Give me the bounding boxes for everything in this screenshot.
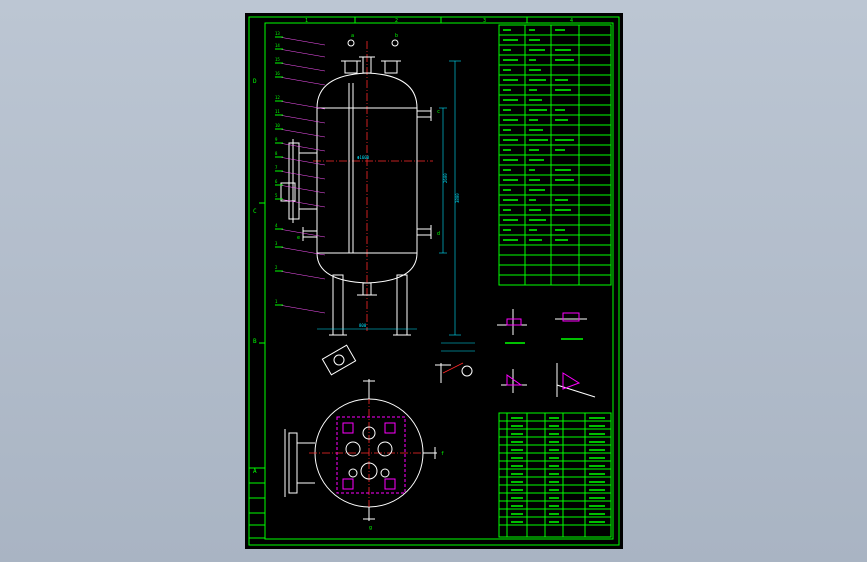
frame-letter-c: C (253, 208, 257, 215)
part-balloon-label: 11 (275, 109, 280, 114)
part-balloon: 13 (275, 31, 326, 46)
part-balloon-label: 6 (275, 179, 278, 184)
part-balloon: 3 (275, 241, 326, 256)
technical-spec-table (498, 24, 612, 286)
part-balloon-label: 12 (275, 95, 280, 100)
weld-detail-3 (501, 369, 527, 393)
part-balloon: 6 (275, 179, 326, 194)
nozzle-tag: a (351, 33, 354, 39)
part-balloon: 8 (275, 151, 326, 166)
part-balloon: 1 (275, 299, 326, 314)
frame-number-4: 4 (570, 18, 573, 24)
part-balloon: 9 (275, 137, 326, 152)
part-balloon: 5 (275, 193, 326, 208)
spec-table-rows (499, 25, 611, 285)
part-balloon: 10 (275, 123, 326, 138)
weld-detail-2 (555, 312, 587, 340)
part-balloon: 2 (275, 265, 326, 280)
part-balloon-label: 15 (275, 57, 280, 62)
nozzle-table-rows (499, 413, 611, 537)
nozzle-tag: f (441, 451, 444, 457)
frame-letter-d: D (253, 78, 257, 85)
part-balloon-label: 7 (275, 165, 278, 170)
vessel-elevation-view: 3800 2600 Φ1600 800 13141516121110987654… (275, 31, 461, 531)
part-balloon: 11 (275, 109, 326, 124)
dimension-center-span: 800 (359, 323, 367, 328)
nozzle-schedule-table (498, 412, 612, 538)
angle-detail (435, 362, 473, 383)
dimension-straight-length: 2600 (443, 173, 448, 183)
part-balloon-label: 10 (275, 123, 280, 128)
drawing-frame: D C B A 1 2 3 4 (248, 16, 620, 546)
dimension-shell-diameter: Φ1600 (357, 155, 370, 160)
vessel-plan-view (284, 379, 437, 523)
weld-details (497, 309, 596, 398)
weld-detail-1 (497, 309, 527, 344)
pressure-vessel-drawing: D C B A 1 2 3 4 (248, 16, 620, 546)
part-balloon: 15 (275, 57, 326, 72)
nozzle-tag: b (395, 33, 398, 39)
revision-table (248, 467, 266, 539)
weld-detail-4 (556, 363, 596, 398)
nozzle-tag: c (437, 109, 440, 115)
part-balloon-label: 16 (275, 71, 280, 76)
part-balloon: 16 (275, 71, 326, 86)
part-balloon-label: 8 (275, 151, 278, 156)
part-balloon-label: 5 (275, 193, 278, 198)
part-balloon-label: 9 (275, 137, 278, 142)
part-balloons: 13 14 15 16 12 11 10 9 8 7 6 5 4 3 2 1 (275, 31, 326, 314)
part-balloon: 4 (275, 223, 326, 238)
frame-number-3: 3 (483, 18, 486, 24)
foot-detail (321, 342, 475, 376)
part-balloon-label: 2 (275, 265, 278, 270)
part-balloon-label: 13 (275, 31, 280, 36)
drawing-sheet: D C B A 1 2 3 4 (245, 13, 623, 549)
frame-letter-b: B (253, 338, 257, 345)
frame-number-2: 2 (395, 18, 398, 24)
part-balloon-label: 1 (275, 299, 278, 304)
nozzle-tag: g (369, 525, 372, 531)
nozzle-tags: a b c d e f g (297, 33, 444, 531)
frame-letter-a: A (253, 468, 257, 475)
frame-number-1: 1 (305, 18, 308, 24)
part-balloon-label: 4 (275, 223, 278, 228)
part-balloon: 12 (275, 95, 326, 110)
nozzle-tag: d (437, 231, 440, 237)
part-balloon: 14 (275, 43, 326, 58)
part-balloon-label: 14 (275, 43, 280, 48)
part-balloon-label: 3 (275, 241, 278, 246)
dimension-vessel-height: 3800 (455, 193, 460, 203)
part-balloon: 7 (275, 165, 326, 180)
nozzle-tag: e (297, 235, 300, 241)
